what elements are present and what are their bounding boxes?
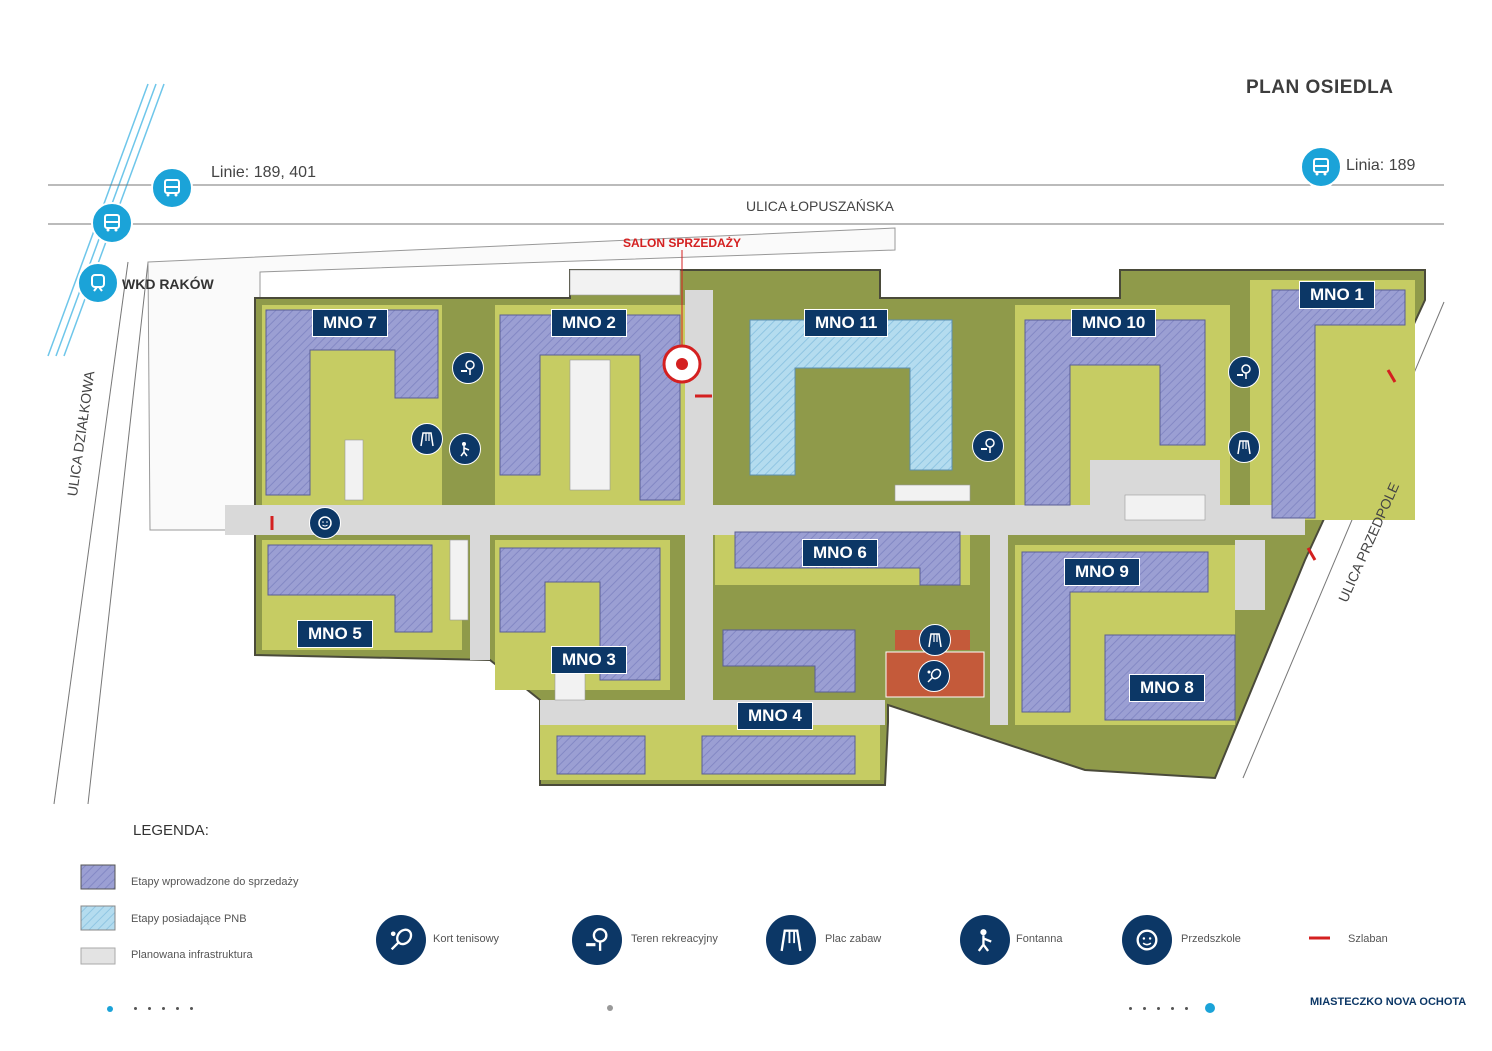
recreation-icon	[972, 430, 1004, 462]
legend-playground-label: Plac zabaw	[825, 933, 882, 945]
page-dot	[607, 1005, 613, 1011]
train-stop-icon	[77, 262, 119, 304]
access-road	[147, 227, 896, 531]
street-lopuszanska-label: ULICA ŁOPUSZAŃSKA	[746, 198, 894, 214]
street-line	[53, 261, 129, 805]
street-line	[87, 261, 149, 805]
playground-icon	[1228, 431, 1260, 463]
parking	[344, 269, 1206, 701]
building-label-mno-6[interactable]: MNO 6	[802, 539, 878, 567]
building-label-mno-8[interactable]: MNO 8	[1129, 674, 1205, 702]
tennis-icon	[376, 915, 426, 965]
playground-icon	[411, 423, 443, 455]
tennis-icon	[918, 660, 950, 692]
building-label-mno-1[interactable]: MNO 1	[1299, 281, 1375, 309]
bus-lines-left: Linie: 189, 401	[211, 164, 316, 181]
page-dot-active	[1205, 1003, 1215, 1013]
legend-title: LEGENDA:	[133, 822, 209, 839]
wkd-station-label: WKD RAKÓW	[122, 276, 214, 292]
recreation-icon	[1228, 356, 1260, 388]
building-label-mno-10[interactable]: MNO 10	[1071, 309, 1157, 337]
page-title: PLAN OSIEDLA	[1246, 77, 1394, 98]
legend-pnb-label: Etapy posiadające PNB	[131, 913, 247, 925]
legend-fountain-label: Fontanna	[1016, 933, 1063, 945]
footer-brand: MIASTECZKO NOVA OCHOTA	[1310, 996, 1467, 1008]
swatch-infrastructure	[80, 947, 116, 965]
playground-icon	[766, 915, 816, 965]
bus-stop-icon	[1300, 146, 1342, 188]
playground-icon	[919, 624, 951, 656]
recreation-icon	[572, 915, 622, 965]
building-label-mno-3[interactable]: MNO 3	[551, 646, 627, 674]
fountain-icon	[449, 433, 481, 465]
building-label-mno-5[interactable]: MNO 5	[297, 620, 373, 648]
page-dot	[190, 1007, 193, 1010]
legend-recreation-label: Teren rekreacyjny	[631, 933, 718, 945]
legend-infrastructure-label: Planowana infrastruktura	[131, 949, 253, 961]
fountain-icon	[960, 915, 1010, 965]
building-label-mno-2[interactable]: MNO 2	[551, 309, 627, 337]
building-label-mno-11[interactable]: MNO 11	[804, 309, 889, 337]
page-dot	[1143, 1007, 1146, 1010]
page-dot	[162, 1007, 165, 1010]
legend-barrier-label: Szlaban	[1348, 933, 1388, 945]
page-dot	[1129, 1007, 1132, 1010]
page-dot	[1185, 1007, 1188, 1010]
page-dot	[1171, 1007, 1174, 1010]
page-dot	[134, 1007, 137, 1010]
building-pnb	[749, 319, 953, 476]
bus-stop-icon	[91, 202, 133, 244]
legend-for-sale-label: Etapy wprowadzone do sprzedaży	[131, 876, 299, 888]
legend-kindergarten-label: Przedszkole	[1181, 933, 1241, 945]
recreation-icon	[452, 352, 484, 384]
page-dot	[148, 1007, 151, 1010]
building-label-mno-4[interactable]: MNO 4	[737, 702, 813, 730]
page-dot	[1157, 1007, 1160, 1010]
bus-stop-icon	[151, 167, 193, 209]
salon-marker-dot	[676, 358, 688, 370]
page-dot	[176, 1007, 179, 1010]
building-label-mno-7[interactable]: MNO 7	[312, 309, 388, 337]
salon-label: SALON SPRZEDAŻY	[623, 236, 742, 250]
swatch-pnb	[80, 905, 116, 931]
legend-tennis-label: Kort tenisowy	[433, 933, 500, 945]
barriers	[270, 369, 1397, 561]
swatch-for-sale	[80, 864, 116, 890]
kindergarten-icon	[309, 507, 341, 539]
bus-lines-right: Linia: 189	[1346, 157, 1416, 174]
kindergarten-icon	[1122, 915, 1172, 965]
page-dot-active	[107, 1006, 113, 1012]
building-label-mno-9[interactable]: MNO 9	[1064, 558, 1140, 586]
